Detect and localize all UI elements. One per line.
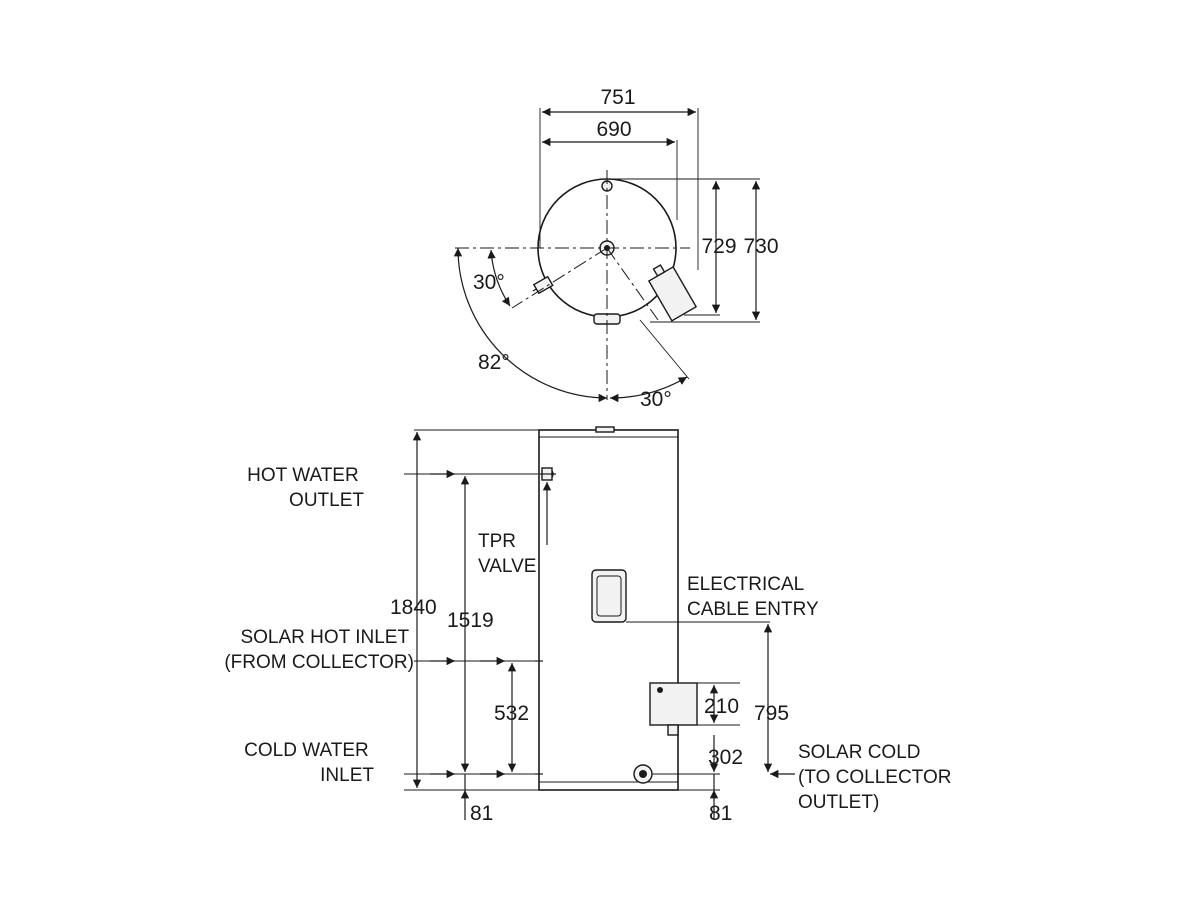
dim-210: 210 xyxy=(704,695,739,718)
dim-795: 795 xyxy=(754,702,789,725)
label-hot-water-outlet: HOT WATER OUTLET xyxy=(247,465,364,511)
dim-81-right: 81 xyxy=(709,802,732,825)
side-fitting xyxy=(532,275,554,295)
label-cold-water-inlet: COLD WATER INLET xyxy=(244,740,374,786)
dim-1519: 1519 xyxy=(447,609,494,632)
label-electrical-cable-entry: ELECTRICAL CABLE ENTRY xyxy=(687,574,819,620)
angle-30-bottom: 30° xyxy=(640,388,672,411)
element-box xyxy=(649,682,698,726)
dim-730: 730 xyxy=(743,235,778,258)
dim-751: 751 xyxy=(600,86,635,109)
angle-30-left: 30° xyxy=(473,271,505,294)
angle-82: 82° xyxy=(478,351,510,374)
top-view: 751 690 729 730 30° 82° 30° xyxy=(453,86,779,411)
dim-532: 532 xyxy=(494,702,529,725)
front-view: 1840 1519 532 81 HOT WATER OUTLET TPR VA… xyxy=(224,426,957,825)
element-housing-top xyxy=(647,264,698,322)
label-tpr-valve: TPR VALVE xyxy=(478,531,536,577)
tpr-valve-fitting xyxy=(540,467,556,481)
dim-302: 302 xyxy=(708,746,743,769)
dim-690: 690 xyxy=(596,118,631,141)
dim-729: 729 xyxy=(701,235,736,258)
dim-81-left: 81 xyxy=(470,802,493,825)
label-solar-cold: SOLAR COLD (TO COLLECTOR OUTLET) xyxy=(798,742,957,813)
access-panel xyxy=(591,569,627,623)
label-solar-hot-inlet: SOLAR HOT INLET (FROM COLLECTOR) xyxy=(224,627,414,673)
dim-1840: 1840 xyxy=(390,596,437,619)
